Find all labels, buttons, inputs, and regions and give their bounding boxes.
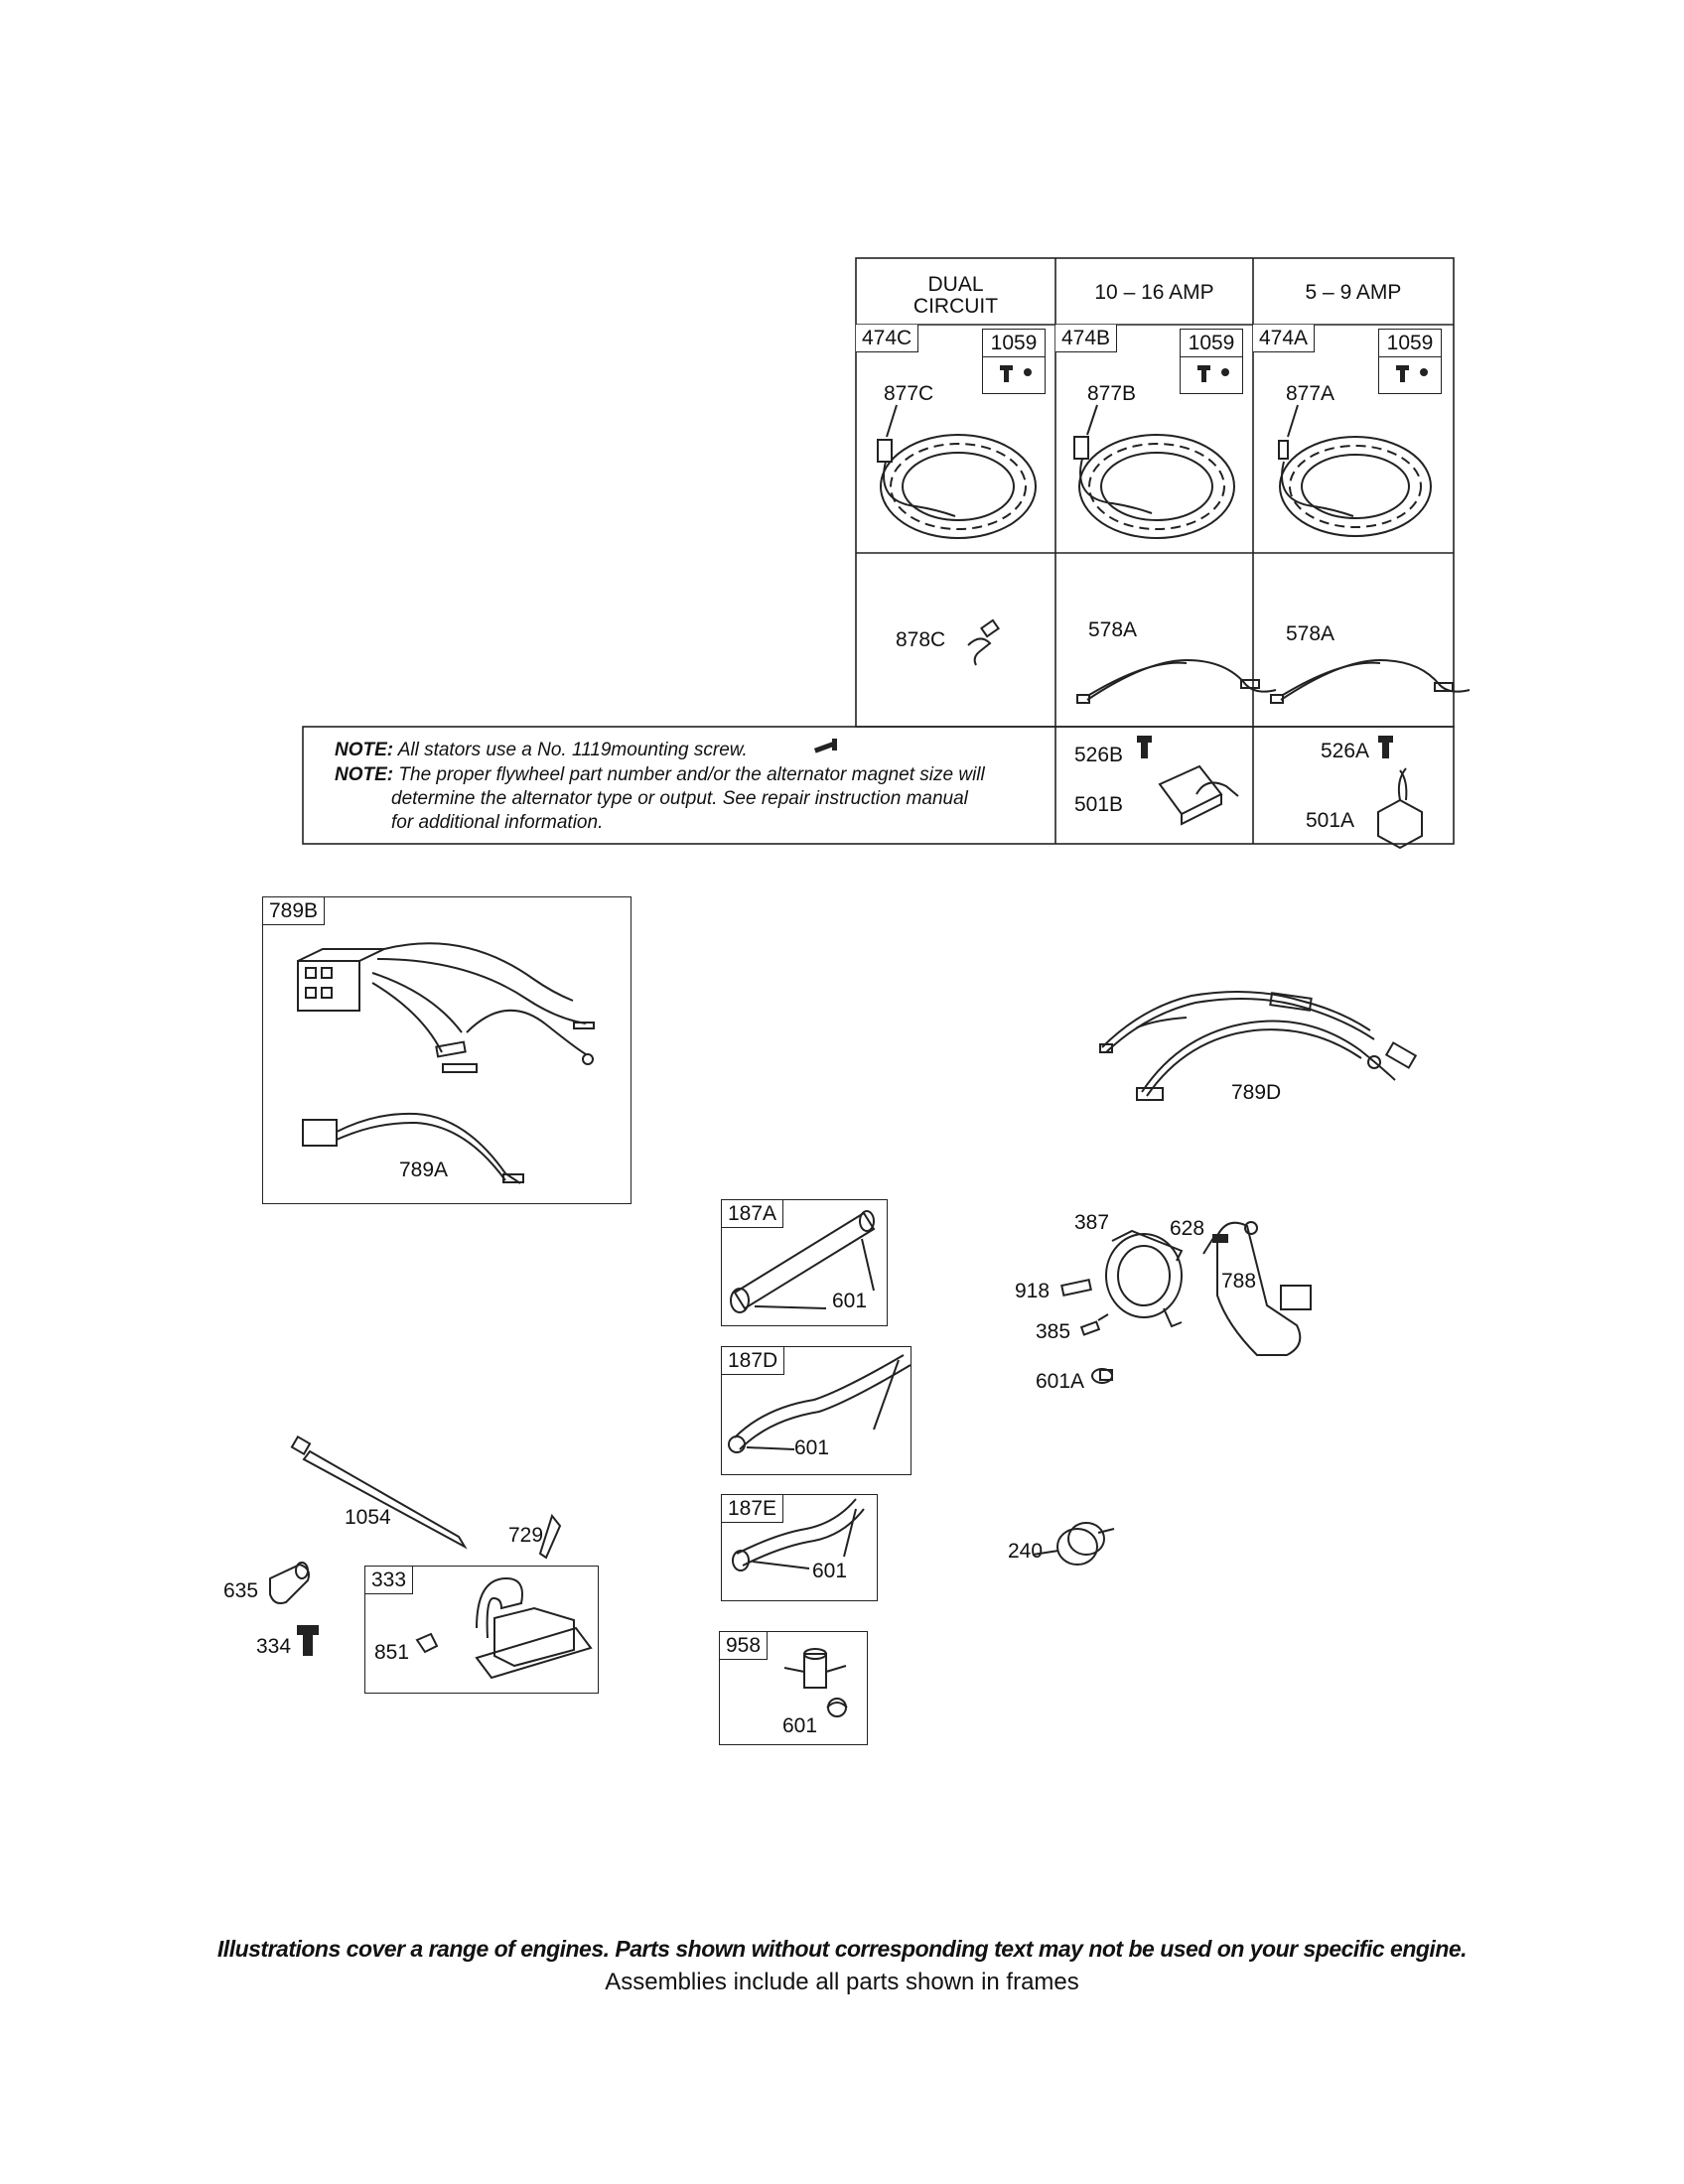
footer-disclaimer: Illustrations cover a range of engines. … <box>216 1936 1468 1962</box>
label-1054: 1054 <box>345 1506 391 1529</box>
lead-icons <box>967 618 1471 704</box>
mounting-screw-icon <box>813 739 837 753</box>
screw-frame-1059-c: 1059 <box>982 329 1046 394</box>
label-635: 635 <box>223 1579 259 1602</box>
stator-frame-474c: 474C <box>856 325 1055 553</box>
stator-frame-474b: 474B <box>1055 325 1253 553</box>
label-601-187a: 601 <box>832 1290 868 1312</box>
footer-assemblies-note: Assemblies include all parts shown in fr… <box>605 1969 1079 1995</box>
label-877c: 877C <box>884 382 934 405</box>
label-578a-mid: 578A <box>1088 618 1138 641</box>
note-1: NOTE: All stators use a No. 1119mounting… <box>335 740 748 760</box>
stator-frame-474a: 474A <box>1253 325 1454 553</box>
regulator-icons <box>1137 736 1423 850</box>
label-788: 788 <box>1221 1270 1257 1293</box>
label-729: 729 <box>508 1524 544 1547</box>
label-501a: 501A <box>1306 809 1355 832</box>
table-grid <box>302 257 1455 845</box>
label-877b: 877B <box>1087 382 1137 405</box>
label-601-187d: 601 <box>794 1436 830 1459</box>
label-526a: 526A <box>1321 740 1370 762</box>
stator-icons <box>877 404 1432 539</box>
frame-tag: 474A <box>1253 325 1316 352</box>
label-501b: 501B <box>1074 793 1124 816</box>
label-789d: 789D <box>1231 1081 1282 1104</box>
label-789a: 789A <box>399 1159 449 1181</box>
header-10-16-amp: 10 – 16 AMP <box>1094 281 1214 304</box>
fuel-line-frame-187e: 187E <box>721 1494 878 1601</box>
screw-frame-1059-a: 1059 <box>1378 329 1442 394</box>
label-334: 334 <box>256 1635 292 1658</box>
header-5-9-amp: 5 – 9 AMP <box>1305 281 1402 304</box>
label-628: 628 <box>1170 1217 1205 1240</box>
label-601a: 601A <box>1036 1370 1085 1393</box>
fuel-line-frame-187d: 187D <box>721 1346 912 1475</box>
screw-icons <box>1000 365 1428 382</box>
harness-frame-789b: 789B <box>262 896 632 1204</box>
note-2-line1: NOTE: The proper flywheel part number an… <box>335 764 985 785</box>
note-2-line2: determine the alternator type or output.… <box>391 788 968 809</box>
label-601-958: 601 <box>782 1714 818 1737</box>
label-601-187e: 601 <box>812 1560 848 1582</box>
label-387: 387 <box>1074 1211 1110 1234</box>
label-240: 240 <box>1008 1540 1044 1563</box>
fuel-line-frame-187a: 187A <box>721 1199 888 1326</box>
label-878c: 878C <box>896 628 946 651</box>
coil-frame-333: 333 <box>364 1566 599 1694</box>
label-526b: 526B <box>1074 744 1124 766</box>
label-851: 851 <box>374 1641 410 1664</box>
note-2-line3: for additional information. <box>391 812 604 833</box>
label-918: 918 <box>1015 1280 1051 1302</box>
screw-frame-1059-b: 1059 <box>1180 329 1243 394</box>
header-dual-circuit: DUAL CIRCUIT <box>912 273 999 319</box>
label-877a: 877A <box>1286 382 1335 405</box>
label-385: 385 <box>1036 1320 1071 1343</box>
frame-tag: 474C <box>856 325 919 352</box>
label-578a-right: 578A <box>1286 622 1335 645</box>
valve-frame-958: 958 <box>719 1631 868 1745</box>
frame-tag: 474B <box>1055 325 1118 352</box>
